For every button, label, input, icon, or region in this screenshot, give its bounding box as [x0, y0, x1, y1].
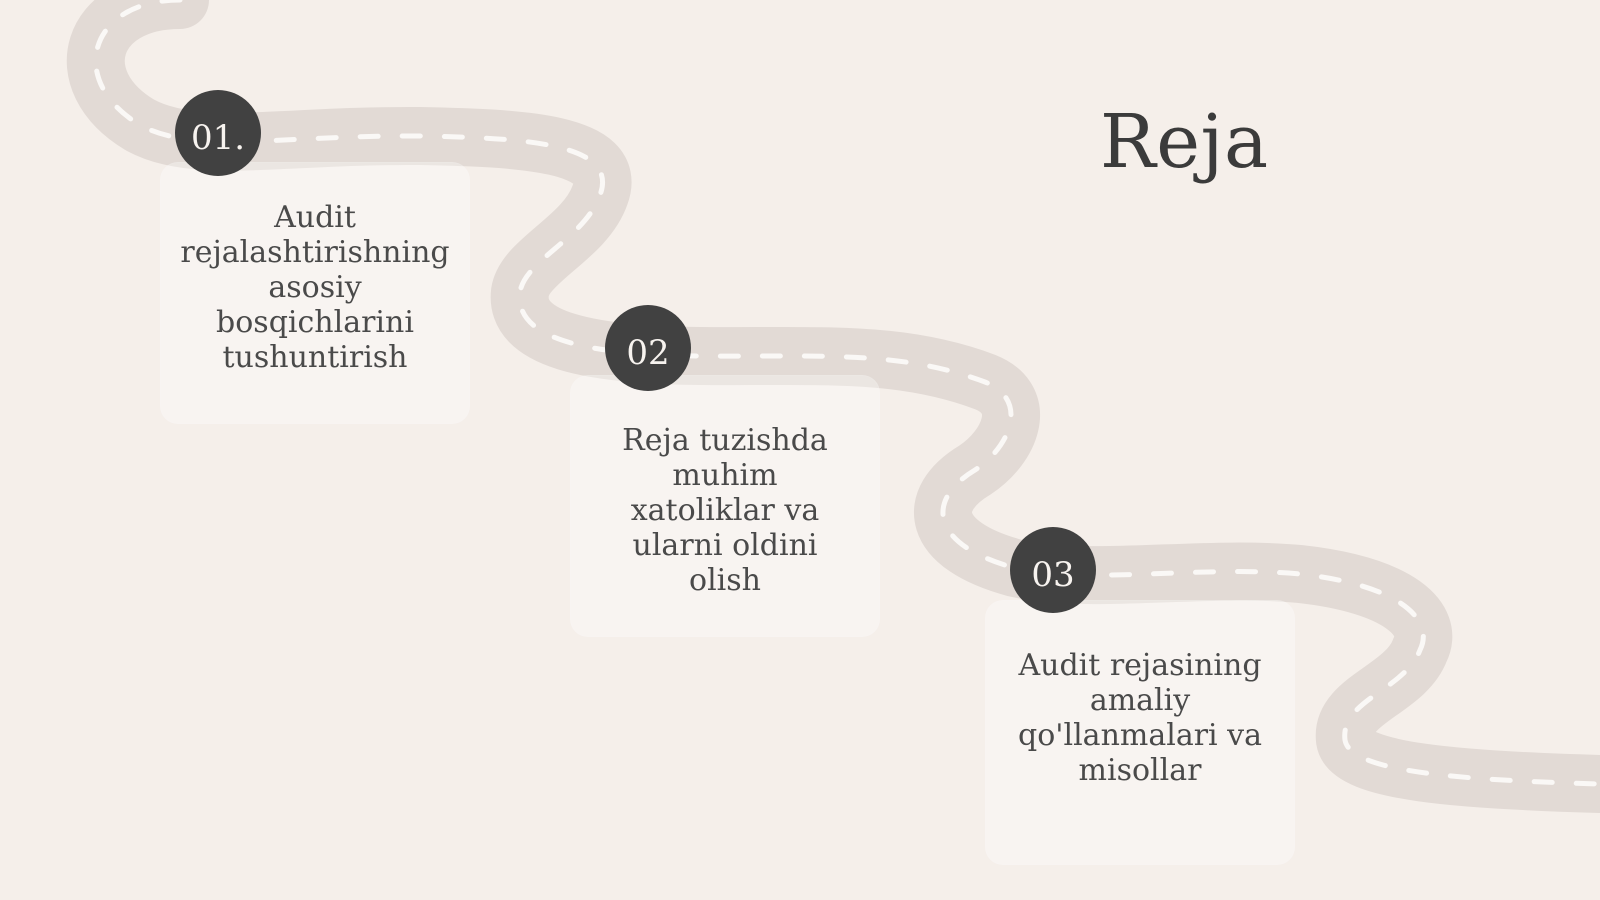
step-card-3: Audit rejasining amaliy qo'llanmalari va…	[985, 600, 1295, 865]
step-2-text: Reja tuzishda muhim xatoliklar va ularni…	[622, 423, 828, 598]
slide-title: Reja	[1100, 99, 1269, 185]
step-card-1: Audit rejalashtirishning asosiy bosqichl…	[160, 162, 470, 424]
step-1-badge: 01.	[175, 90, 261, 176]
step-2-badge: 02	[605, 305, 691, 391]
step-3-badge: 03	[1010, 527, 1096, 613]
step-1-text: Audit rejalashtirishning asosiy bosqichl…	[180, 200, 450, 375]
step-3-text: Audit rejasining amaliy qo'llanmalari va…	[1017, 648, 1263, 788]
step-card-2: Reja tuzishda muhim xatoliklar va ularni…	[570, 375, 880, 637]
